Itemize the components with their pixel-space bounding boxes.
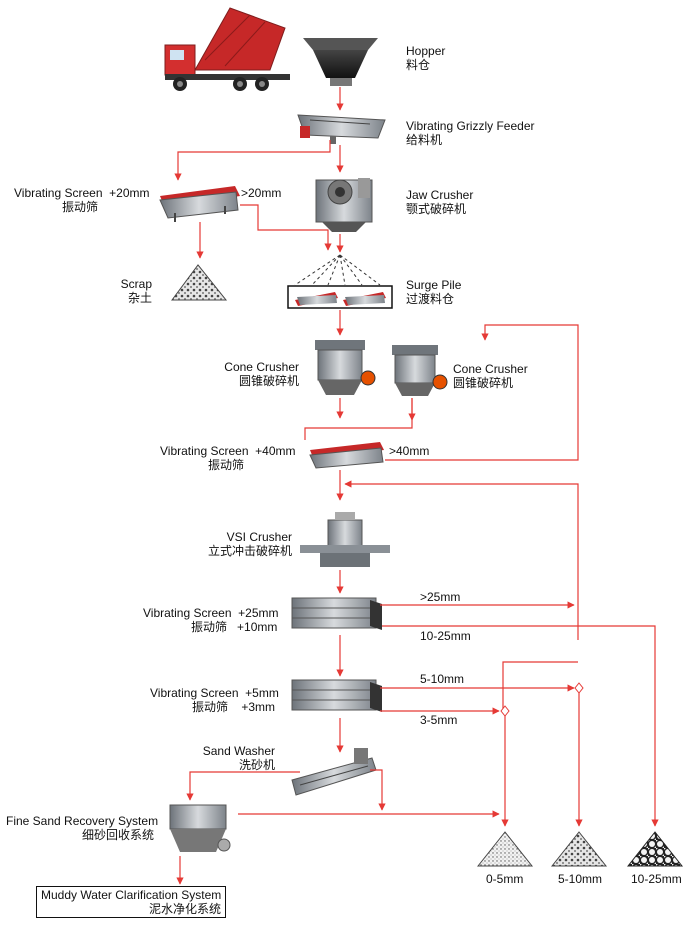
- surge-zh: 过渡料仓: [406, 292, 455, 306]
- fine-sand-recovery-icon: [169, 804, 231, 852]
- screen3-output-b: 10-25mm: [420, 629, 471, 643]
- hopper-icon: [303, 38, 378, 86]
- grizzly-feeder-icon: [297, 114, 386, 144]
- surge-pile-spray: [294, 254, 381, 286]
- screen4-output-b: 3-5mm: [420, 713, 458, 727]
- jaw-label: Jaw Crusher 颚式破碎机: [406, 188, 473, 216]
- screen3-zh: 振动筛: [191, 620, 228, 634]
- screen2-size: +40mm: [255, 444, 296, 458]
- cone-b-zh: 圆锥破碎机: [453, 376, 514, 390]
- junction-markers: [500, 682, 584, 717]
- screen3-en: Vibrating Screen: [143, 606, 232, 620]
- screen3-size-a: +25mm: [238, 606, 279, 620]
- screen1-en: Vibrating Screen: [14, 186, 103, 200]
- screen2-label: Vibrating Screen +40mm 振动筛: [160, 444, 296, 472]
- vsi-zh: 立式冲击破碎机: [207, 544, 292, 558]
- washer-label: Sand Washer 洗砂机: [190, 744, 275, 772]
- screen2-en: Vibrating Screen: [160, 444, 249, 458]
- muddy-en: Muddy Water Clarification System: [41, 888, 222, 902]
- scrap-zh: 杂土: [127, 291, 152, 305]
- screen3-size-b: +10mm: [237, 620, 278, 634]
- screen3-label: Vibrating Screen +25mm 振动筛 +10mm: [143, 606, 279, 634]
- screen4-size-b: +3mm: [241, 700, 276, 714]
- vibrating-screen-3-icon: [291, 597, 382, 630]
- feeder-en: Vibrating Grizzly Feeder: [406, 119, 535, 133]
- dump-truck-icon: [164, 7, 290, 91]
- vsi-en: VSI Crusher: [226, 530, 292, 544]
- scrap-en: Scrap: [120, 277, 152, 291]
- vsi-crusher-icon: [300, 512, 390, 567]
- screen1-label: Vibrating Screen +20mm 振动筛: [14, 186, 150, 214]
- cone-crusher-b-icon: [392, 345, 448, 396]
- screen2-zh: 振动筛: [208, 458, 245, 472]
- cone-crusher-a-icon: [315, 340, 376, 395]
- jaw-en: Jaw Crusher: [406, 188, 474, 202]
- vibrating-screen-2-icon: [309, 442, 384, 469]
- cone-a-label: Cone Crusher 圆锥破碎机: [215, 360, 299, 388]
- product-pile-10-25: [626, 831, 684, 867]
- product-label-0: 0-5mm: [486, 872, 524, 886]
- hopper-label: Hopper 料仓: [406, 44, 445, 72]
- muddy-water-box: Muddy Water Clarification System 泥水净化系统: [36, 886, 226, 918]
- vibrating-screen-4-icon: [291, 679, 382, 712]
- fine-sand-en: Fine Sand Recovery System: [6, 814, 159, 828]
- jaw-crusher-icon: [315, 178, 373, 232]
- cone-a-en: Cone Crusher: [224, 360, 299, 374]
- jaw-zh: 颚式破碎机: [406, 202, 467, 216]
- fine-sand-label: Fine Sand Recovery System 细砂回收系统: [6, 814, 159, 842]
- screen4-zh: 振动筛: [192, 700, 229, 714]
- feeder-label: Vibrating Grizzly Feeder 给料机: [406, 119, 535, 147]
- surge-en: Surge Pile: [406, 278, 462, 292]
- hopper-zh: 料仓: [406, 58, 431, 72]
- scrap-label: Scrap 杂土: [112, 277, 152, 305]
- muddy-zh: 泥水净化系统: [148, 902, 221, 916]
- product-label-2: 10-25mm: [631, 872, 682, 886]
- flow-arrows: [174, 87, 659, 885]
- fine-sand-zh: 细砂回收系统: [81, 828, 154, 842]
- scrap-pile: [171, 264, 228, 301]
- product-pile-5-10: [550, 831, 608, 867]
- surge-label: Surge Pile 过渡料仓: [406, 278, 461, 306]
- screen3-output-a: >25mm: [420, 590, 461, 604]
- screen1-output-label: >20mm: [241, 186, 282, 200]
- cone-b-en: Cone Crusher: [453, 362, 528, 376]
- cone-b-label: Cone Crusher 圆锥破碎机: [453, 362, 528, 390]
- product-label-1: 5-10mm: [558, 872, 603, 886]
- sand-washer-icon: [291, 748, 377, 796]
- screen4-label: Vibrating Screen +5mm 振动筛 +3mm: [150, 686, 279, 714]
- screen4-en: Vibrating Screen: [150, 686, 239, 700]
- vsi-label: VSI Crusher 立式冲击破碎机: [196, 530, 292, 558]
- feeder-zh: 给料机: [406, 133, 443, 147]
- screen4-output-a: 5-10mm: [420, 672, 465, 686]
- hopper-en: Hopper: [406, 44, 446, 58]
- screen1-zh: 振动筛: [62, 200, 99, 214]
- washer-en: Sand Washer: [202, 744, 275, 758]
- cone-a-zh: 圆锥破碎机: [238, 374, 299, 388]
- screen2-output-label: >40mm: [389, 444, 430, 458]
- screen4-size-a: +5mm: [245, 686, 279, 700]
- screen1-size: +20mm: [109, 186, 150, 200]
- vibrating-screen-1-icon: [159, 186, 240, 222]
- washer-zh: 洗砂机: [238, 758, 275, 772]
- surge-pile-box: [287, 285, 393, 309]
- product-pile-0-5: [476, 831, 534, 867]
